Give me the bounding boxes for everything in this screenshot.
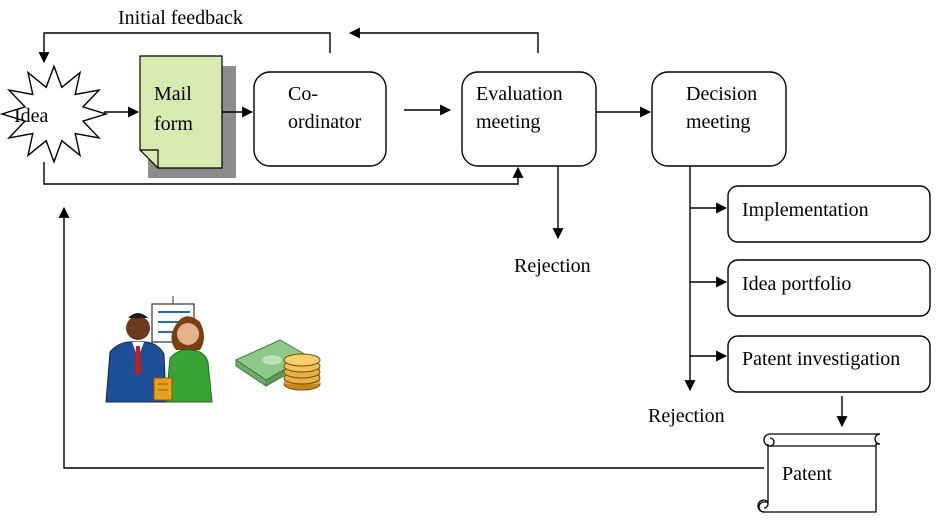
patent-label: Patent [782, 463, 832, 485]
implementation-label: Implementation [742, 199, 869, 221]
decision-meeting-node: Decision meeting [651, 71, 787, 167]
patent-node: Patent [757, 433, 881, 513]
mail-form-label-1: Mail [154, 83, 192, 105]
coordinator-node: Co- ordinator [253, 71, 387, 167]
rejection-label-evaluation: Rejection [514, 255, 591, 277]
coordinator-label-1: Co- [288, 83, 318, 105]
decision-label-1: Decision [686, 83, 757, 105]
coordinator-label-2: ordinator [288, 111, 362, 133]
idea-portfolio-node: Idea portfolio [727, 259, 931, 317]
idea-node: Idea [0, 64, 109, 164]
money-coins-icon [234, 339, 321, 391]
evaluation-meeting-node: Evaluation meeting [461, 71, 597, 167]
mail-form-label-2: form [154, 113, 193, 135]
business-people-meeting-icon [105, 296, 213, 403]
initial-feedback-arrow [38, 32, 331, 64]
implementation-node: Implementation [727, 185, 931, 243]
idea-to-evaluation-bypass-arrow [43, 162, 524, 185]
evaluation-label-2: meeting [476, 111, 540, 133]
patent-investigation-label: Patent investigation [742, 348, 900, 370]
patent-investigation-node: Patent investigation [727, 335, 931, 393]
idea-label: Idea [14, 105, 49, 127]
idea-portfolio-label: Idea portfolio [742, 273, 851, 295]
patent-to-idea-feedback-arrow [58, 206, 764, 469]
evaluation-feedback-arrow [348, 27, 539, 53]
decision-label-2: meeting [686, 111, 750, 133]
evaluation-label-1: Evaluation [476, 83, 563, 105]
mail-form-node: Mail form [139, 55, 236, 178]
initial-feedback-label: Initial feedback [118, 7, 243, 29]
rejection-label-decision: Rejection [648, 405, 725, 427]
